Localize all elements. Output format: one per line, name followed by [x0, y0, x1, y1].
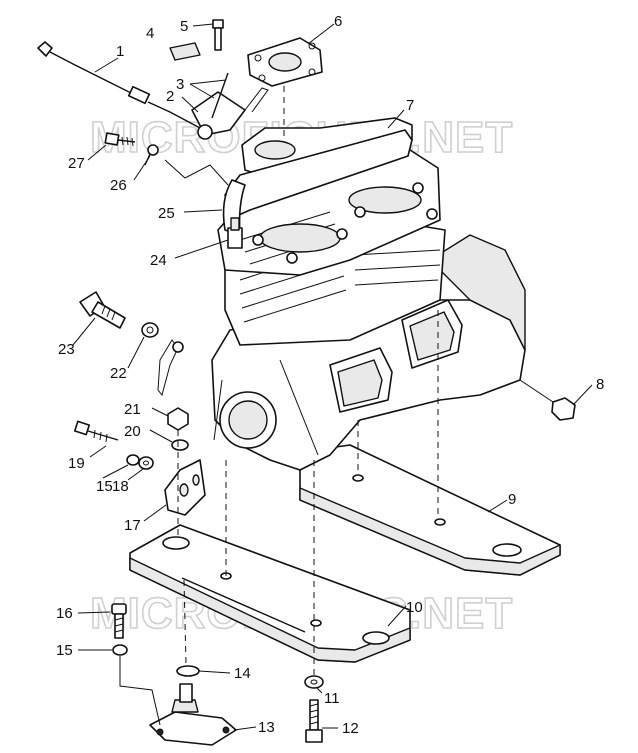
callout-26: 26: [110, 177, 127, 194]
decal-4: [169, 42, 201, 61]
bolt-12: [305, 699, 323, 743]
nut-21: [167, 407, 189, 431]
cylinder-heads: [217, 149, 441, 276]
callout-15-lower: 15: [56, 642, 73, 659]
rubber-mount-13: [149, 683, 237, 746]
bolt-16: [111, 603, 127, 639]
callout-3: 3: [176, 76, 184, 93]
callout-6: 6: [334, 13, 342, 30]
washer-15-lower: [112, 644, 128, 656]
callout-16: 16: [56, 605, 73, 622]
callout-24: 24: [150, 252, 167, 269]
callout-8: 8: [596, 376, 604, 393]
washer-20: [171, 439, 189, 451]
bolt-27: [104, 132, 136, 147]
washer-15-upper: [126, 454, 140, 466]
callout-13: 13: [258, 719, 275, 736]
callout-15-upper: 15: [96, 478, 113, 495]
lifting-bracket: [157, 339, 184, 397]
callout-12: 12: [342, 720, 359, 737]
callout-5: 5: [180, 18, 188, 35]
callout-9: 9: [508, 491, 516, 508]
callout-10: 10: [406, 599, 423, 616]
spark-plug: [227, 217, 243, 249]
lower-mount-plate: [129, 524, 411, 663]
callout-25: 25: [158, 205, 175, 222]
callout-2: 2: [166, 88, 174, 105]
washer-22: [141, 322, 159, 338]
washer-18: [138, 456, 154, 470]
callout-17: 17: [124, 517, 141, 534]
plug-8: [519, 379, 576, 421]
callout-labels: 1 2 3 4 5 6 7 8 9 10 11 12 13 14 15 16 1…: [56, 13, 604, 737]
leader-lines: [72, 23, 593, 731]
callout-19: 19: [68, 455, 85, 472]
bolt-19: [73, 420, 119, 443]
upper-mount-plate: [299, 444, 561, 576]
callout-18: 18: [112, 478, 129, 495]
callout-1: 1: [116, 43, 124, 60]
washer-11: [304, 675, 324, 689]
washer-14: [176, 665, 200, 677]
exhaust-gasket: [247, 37, 323, 87]
callout-21: 21: [124, 401, 141, 418]
callout-23: 23: [58, 341, 75, 358]
callout-14: 14: [234, 665, 251, 682]
callout-11: 11: [324, 690, 340, 707]
bolt-5: [212, 19, 224, 51]
bolt-23: [79, 291, 126, 329]
alignment-lines: [119, 86, 439, 726]
callout-4: 4: [146, 25, 154, 42]
callout-20: 20: [124, 423, 141, 440]
cable-1: [37, 41, 213, 140]
callout-7: 7: [406, 97, 414, 114]
leader-26: [164, 159, 229, 186]
bracket-17: [164, 459, 206, 516]
callout-22: 22: [110, 365, 127, 382]
callout-27: 27: [68, 155, 85, 172]
